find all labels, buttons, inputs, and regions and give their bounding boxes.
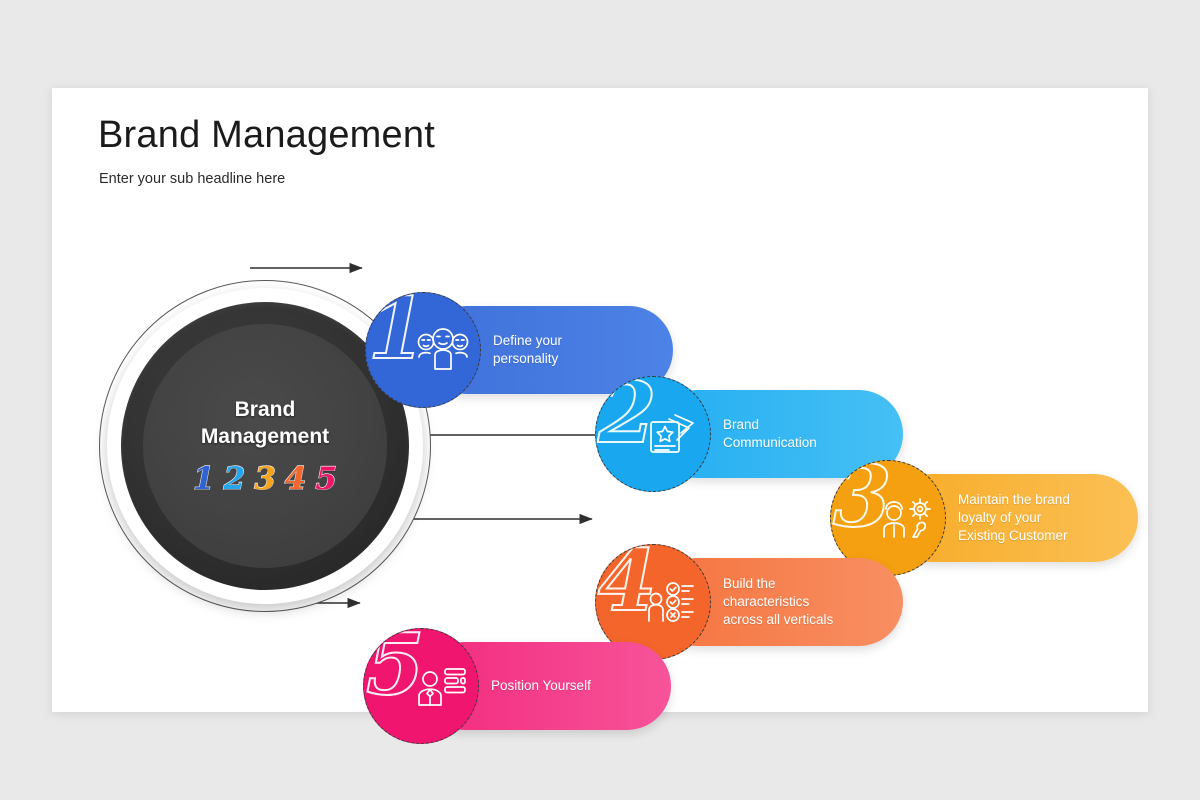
worker-gear-wrench-icon: [880, 493, 936, 543]
step-item-3[interactable]: Maintain the brand loyalty of your Exist…: [830, 460, 1138, 576]
hub-title: Brand Management: [200, 398, 330, 448]
step-number-2: 2: [597, 376, 657, 462]
page-subtitle: Enter your sub headline here: [99, 171, 286, 187]
step-badge-3[interactable]: 3: [830, 460, 946, 576]
hub-number-1: 1: [192, 460, 215, 497]
step-item-1[interactable]: Define your personality 1: [365, 292, 673, 408]
hub-number-4: 4: [284, 460, 307, 497]
three-people-icon: [415, 325, 471, 375]
hub-number-3: 3: [254, 460, 277, 497]
step-number-3: 3: [832, 460, 892, 546]
step-badge-4[interactable]: 4: [595, 544, 711, 660]
checklist-person-icon: [645, 577, 701, 627]
hub-number-5: 5: [315, 460, 338, 497]
step-number-5: 5: [365, 628, 425, 714]
step-badge-2[interactable]: 2: [595, 376, 711, 492]
step-badge-5[interactable]: 5: [363, 628, 479, 744]
businessperson-chart-icon: [413, 661, 469, 711]
cards-star-icon: [645, 409, 701, 459]
step-label-2: Brand Communication: [723, 417, 817, 450]
step-label-1: Define your personality: [493, 333, 563, 366]
step-item-5[interactable]: Position Yourself 5: [363, 628, 671, 744]
step-badge-1[interactable]: 1: [365, 292, 481, 408]
step-label-3: Maintain the brand loyalty of your Exist…: [958, 492, 1070, 543]
step-item-4[interactable]: Build the characteristics across all ver…: [595, 544, 903, 660]
step-number-1: 1: [367, 292, 427, 378]
step-label-4: Build the characteristics across all ver…: [723, 576, 834, 627]
step-number-4: 4: [597, 544, 657, 630]
step-label-5: Position Yourself: [491, 678, 591, 694]
step-item-2[interactable]: Brand Communication 2: [595, 376, 903, 492]
page-title: Brand Management: [98, 114, 435, 156]
slide-canvas: Brand Management Enter your sub headline…: [52, 88, 1148, 744]
hub-number-2: 2: [223, 460, 246, 497]
